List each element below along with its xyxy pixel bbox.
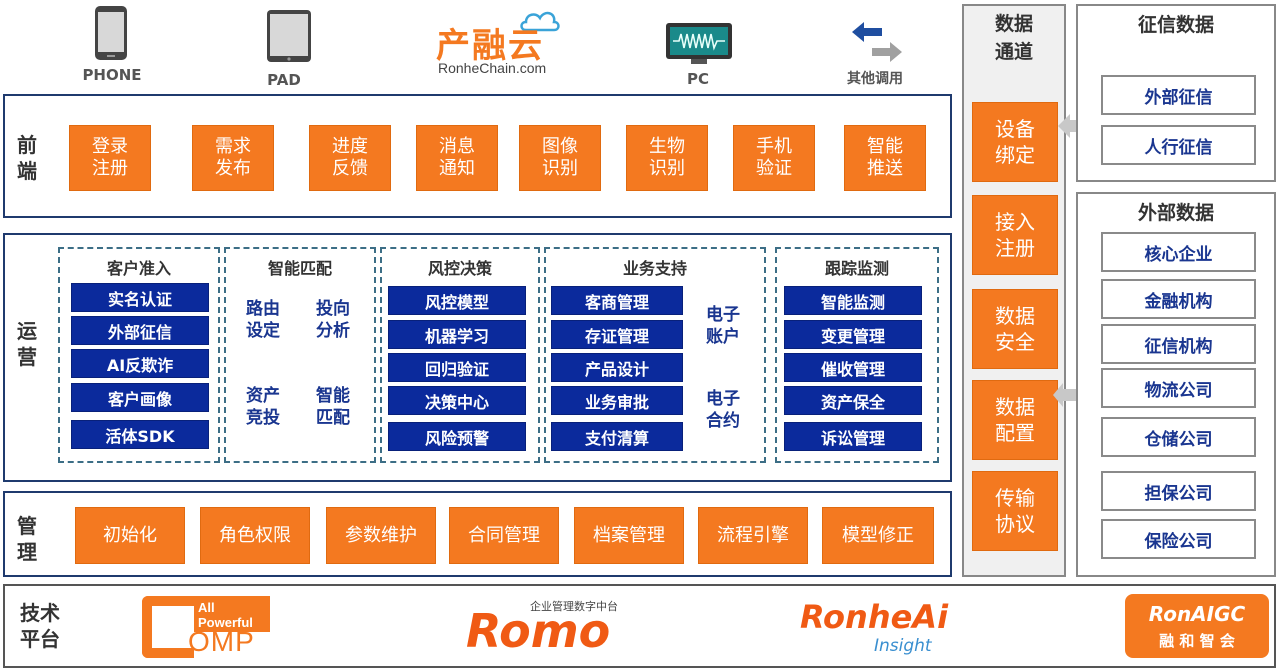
group-risk-decision: 风控决策 — [380, 247, 540, 463]
ronheai-logo: RonheAi Insight — [800, 598, 960, 660]
function-button[interactable]: 外部征信 — [71, 316, 209, 345]
group-customer-access: 客户准入 — [58, 247, 220, 463]
frontend-feature-button[interactable]: 图像 识别 — [519, 125, 601, 191]
matching-item[interactable]: 资产 竞投 — [246, 386, 280, 428]
management-feature-button[interactable]: 参数维护 — [326, 507, 436, 564]
ronaigc-logo: RonAIGC 融 和 智 会 — [1125, 594, 1269, 658]
business-side-item[interactable]: 电子 账户 — [706, 305, 740, 347]
management-feature-button[interactable]: 流程引擎 — [698, 507, 808, 564]
function-button[interactable]: 决策中心 — [388, 386, 526, 415]
function-button[interactable]: 存证管理 — [551, 320, 683, 349]
ronaigc-main-text: RonAIGC — [1148, 602, 1246, 626]
data-channel-button[interactable]: 传输 协议 — [972, 471, 1058, 551]
function-button[interactable]: 支付清算 — [551, 422, 683, 451]
external-source[interactable]: 金融机构 — [1101, 279, 1256, 319]
data-channel-button[interactable]: 接入 注册 — [972, 195, 1058, 275]
frontend-feature-button[interactable]: 智能 推送 — [844, 125, 926, 191]
function-button[interactable]: 产品设计 — [551, 353, 683, 382]
data-channel-title: 数据 通道 — [994, 13, 1033, 63]
romp-logo: All Powerful OMP — [142, 596, 272, 658]
data-channel-button[interactable]: 数据 安全 — [972, 289, 1058, 369]
frontend-feature-button[interactable]: 需求 发布 — [192, 125, 274, 191]
business-side-item[interactable]: 电子 合约 — [706, 389, 740, 431]
group-title: 客户准入 — [106, 259, 171, 278]
group-tracking-monitoring: 跟踪监测 — [775, 247, 939, 463]
romp-bar — [194, 596, 270, 632]
matching-item[interactable]: 投向 分析 — [316, 299, 350, 341]
ronheai-main-text: RonheAi — [800, 598, 949, 636]
matching-item[interactable]: 路由 设定 — [246, 299, 280, 341]
external-source[interactable]: 核心企业 — [1101, 232, 1256, 272]
function-button[interactable]: AI反欺诈 — [71, 349, 209, 378]
credit-source[interactable]: 外部征信 — [1101, 75, 1256, 115]
group-title: 风控决策 — [427, 259, 492, 278]
external-source[interactable]: 保险公司 — [1101, 519, 1256, 559]
group-smart-matching: 智能匹配 — [224, 247, 376, 463]
operations-title: 运 营 — [17, 319, 37, 369]
romo-main-text: Romo — [466, 604, 611, 658]
brand-en: RonheChain.com — [438, 60, 547, 76]
frontend-title: 前 端 — [17, 133, 37, 183]
function-button[interactable]: 实名认证 — [71, 283, 209, 312]
monitor-icon — [666, 23, 732, 64]
phone-icon — [95, 6, 127, 60]
phone-label: PHONE — [82, 66, 142, 84]
function-button[interactable]: 客户画像 — [71, 383, 209, 412]
credit-data-title: 征信数据 — [1137, 14, 1214, 36]
function-button[interactable]: 诉讼管理 — [784, 422, 922, 451]
pc-label: PC — [686, 70, 709, 88]
matching-item[interactable]: 智能 匹配 — [316, 386, 350, 428]
function-button[interactable]: 智能监测 — [784, 286, 922, 315]
pad-label: PAD — [267, 71, 301, 89]
management-feature-button[interactable]: 合同管理 — [449, 507, 559, 564]
function-button[interactable]: 资产保全 — [784, 386, 922, 415]
frontend-feature-button[interactable]: 手机 验证 — [733, 125, 815, 191]
function-button[interactable]: 业务审批 — [551, 386, 683, 415]
function-button[interactable]: 风险预警 — [388, 422, 526, 451]
romo-caption: 企业管理数字中台 — [530, 600, 618, 613]
function-button[interactable]: 风控模型 — [388, 286, 526, 315]
data-channel-button[interactable]: 设备 绑定 — [972, 102, 1058, 182]
romp-r-mark — [142, 596, 194, 658]
external-source[interactable]: 物流公司 — [1101, 368, 1256, 408]
external-source[interactable]: 征信机构 — [1101, 324, 1256, 364]
external-source[interactable]: 仓储公司 — [1101, 417, 1256, 457]
other-call-label: 其他调用 — [847, 71, 903, 87]
function-button[interactable]: 变更管理 — [784, 320, 922, 349]
group-title: 业务支持 — [622, 259, 687, 278]
ronheai-sub-text: Insight — [874, 636, 932, 656]
external-source[interactable]: 担保公司 — [1101, 471, 1256, 511]
brand-cn: 产融云 — [436, 26, 544, 66]
ronaigc-sub-text: 融 和 智 会 — [1159, 632, 1235, 650]
management-feature-button[interactable]: 模型修正 — [822, 507, 934, 564]
function-button[interactable]: 机器学习 — [388, 320, 526, 349]
function-button[interactable]: 回归验证 — [388, 353, 526, 382]
function-button[interactable]: 活体SDK — [71, 420, 209, 449]
management-feature-button[interactable]: 角色权限 — [200, 507, 310, 564]
frontend-feature-button[interactable]: 消息 通知 — [416, 125, 498, 191]
group-title: 智能匹配 — [267, 259, 332, 278]
frontend-feature-button[interactable]: 生物 识别 — [626, 125, 708, 191]
cloud-icon — [520, 11, 560, 32]
romo-logo: 企业管理数字中台 Romo — [466, 598, 636, 660]
function-button[interactable]: 催收管理 — [784, 353, 922, 382]
management-feature-button[interactable]: 初始化 — [75, 507, 185, 564]
romp-main-text: OMP — [188, 626, 255, 657]
data-channel-button[interactable]: 数据 配置 — [972, 380, 1058, 460]
group-title: 跟踪监测 — [824, 259, 889, 278]
tablet-icon — [267, 10, 311, 62]
function-button[interactable]: 客商管理 — [551, 286, 683, 315]
group-business-support: 业务支持 — [544, 247, 766, 463]
management-title: 管 理 — [17, 514, 37, 564]
exchange-arrows-icon — [852, 22, 902, 62]
brand-logo: 产融云 RonheChain.com — [436, 8, 566, 78]
management-feature-button[interactable]: 档案管理 — [574, 507, 684, 564]
credit-source[interactable]: 人行征信 — [1101, 125, 1256, 165]
external-data-title: 外部数据 — [1137, 202, 1214, 224]
romp-small-text: All Powerful — [198, 600, 253, 630]
tech-platform-title: 技术 平台 — [20, 601, 60, 651]
frontend-feature-button[interactable]: 登录 注册 — [69, 125, 151, 191]
frontend-feature-button[interactable]: 进度 反馈 — [309, 125, 391, 191]
